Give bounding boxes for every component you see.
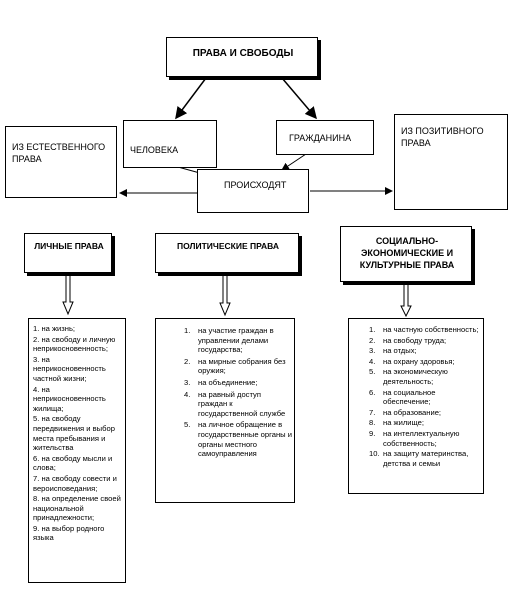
list-item-text: на социальное обеспечение; — [383, 387, 436, 407]
personal-rights-title: ЛИЧНЫЕ ПРАВА — [34, 241, 104, 251]
originate-box: ПРОИСХОДЯТ — [197, 169, 309, 213]
down-arrow-political — [219, 274, 231, 317]
list-item-text: на участие граждан в управлении делами г… — [198, 326, 274, 355]
list-item-text: на охрану здоровья; — [383, 356, 455, 366]
list-item: 1. на жизнь; — [33, 324, 76, 333]
list-item: 2. на свободу и личную неприкосновенност… — [33, 334, 116, 354]
list-item: 2. на свободу труда; — [369, 336, 481, 346]
list-item-number: 9. — [369, 428, 376, 438]
person-label: ЧЕЛОВЕКА — [130, 145, 179, 155]
rights-freedoms-title: ПРАВА И СВОБОДЫ — [192, 48, 294, 59]
list-item-text: на свободу труда; — [383, 335, 447, 345]
list-item-number: 2. — [184, 356, 191, 366]
natural-law-label: ИЗ ЕСТЕСТВЕННОГО ПРАВА — [12, 142, 106, 164]
list-item: 9. на выбор родного языка — [33, 523, 105, 543]
down-arrow-personal — [62, 274, 74, 316]
list-item: 5. на личное обращение в государственные … — [184, 420, 292, 458]
list-item-text: на отдых; — [383, 346, 417, 356]
list-item-text: на экономическую деятельность; — [383, 367, 448, 386]
list-item: 7. на свободу совести и вероисповедания; — [33, 473, 117, 493]
list-item-number: 3. — [369, 346, 376, 356]
list-item-text: на объединение; — [198, 377, 258, 387]
positive-law-box: ИЗ ПОЗИТИВНОГО ПРАВА — [394, 114, 508, 210]
citizen-label: ГРАЖДАНИНА — [289, 133, 352, 143]
political-rights-title: ПОЛИТИЧЕСКИЕ ПРАВА — [176, 241, 280, 251]
list-item-text: на интеллектуальную собственность; — [383, 428, 460, 448]
list-item-number: 4. — [369, 356, 376, 366]
social-rights-title-box: СОЦИАЛЬНО-ЭКОНОМИЧЕСКИЕ И КУЛЬТУРНЫЕ ПРА… — [340, 226, 472, 282]
list-item: 4. на равный доступ граждан к государстве… — [184, 390, 292, 419]
arrow-to-citizen — [281, 77, 317, 120]
list-item-number: 1. — [184, 326, 191, 335]
natural-law-box: ИЗ ЕСТЕСТВЕННОГО ПРАВА — [5, 126, 117, 198]
social-rights-list: 1. на частную собственность; 2. на свободу… — [369, 325, 481, 468]
political-rights-title-box: ПОЛИТИЧЕСКИЕ ПРАВА — [155, 233, 299, 273]
arrow-to-person — [175, 77, 207, 120]
list-item: 8. на жилище; — [369, 418, 481, 428]
list-item: 2. на мирные собрания без оружия; — [184, 357, 292, 376]
list-item-number: 5. — [369, 367, 376, 377]
list-item: 10.на защиту материнства, детства и семь… — [369, 449, 481, 468]
personal-rights-list: 1. на жизнь; 2. на свободу и личную непр… — [33, 324, 123, 543]
down-arrow-social — [400, 282, 412, 318]
list-item: 3. на неприкосновенность частной жизни; — [33, 354, 106, 383]
rights-freedoms-box: ПРАВА И СВОБОДЫ — [166, 37, 318, 77]
citizen-box: ГРАЖДАНИНА — [276, 120, 374, 155]
list-item-number: 2. — [369, 335, 376, 345]
list-item-number: 1. — [369, 325, 376, 334]
list-item-number: 7. — [369, 407, 376, 417]
list-item-number: 6. — [369, 387, 376, 397]
social-rights-title: СОЦИАЛЬНО-ЭКОНОМИЧЕСКИЕ И КУЛЬТУРНЫЕ ПРА… — [359, 236, 455, 270]
list-item-number: 3. — [184, 377, 191, 387]
person-box: ЧЕЛОВЕКА — [123, 120, 217, 168]
list-item: 1. на частную собственность; — [369, 325, 481, 335]
positive-law-label: ИЗ ПОЗИТИВНОГО ПРАВА — [401, 126, 484, 148]
list-item: 8. на определение своей национальной при… — [33, 494, 121, 523]
arrow-citizen-originate — [281, 153, 307, 171]
list-item-text: на равный доступ граждан к государственн… — [198, 389, 286, 418]
list-item-text: на мирные собрания без оружия; — [198, 356, 286, 376]
list-item-text: на образование; — [383, 407, 442, 417]
list-item-text: на личное обращение в государственные ор… — [198, 420, 292, 459]
list-item: 4. на охрану здоровья; — [369, 357, 481, 367]
list-item: 6. на свободу мысли и слова; — [33, 453, 113, 473]
list-item-text: на частную собственность; — [383, 325, 479, 334]
social-rights-list-box: 1. на частную собственность; 2. на свободу… — [348, 318, 484, 494]
list-item: 4. на неприкосновенность жилища; — [33, 384, 106, 413]
list-item-number: 10. — [369, 449, 380, 459]
list-item: 5. на свободу передвижения и выбор места… — [33, 414, 115, 453]
list-item: 1. на участие граждан в управлении делами… — [184, 326, 292, 355]
originate-label: ПРОИСХОДЯТ — [224, 180, 287, 190]
list-item-text: на жилище; — [383, 418, 425, 428]
list-item: 5. на экономическую деятельность; — [369, 367, 481, 386]
political-rights-list-box: 1. на участие граждан в управлении делами… — [155, 318, 295, 503]
personal-rights-list-box: 1. на жизнь; 2. на свободу и личную непр… — [28, 318, 126, 583]
list-item: 3. на объединение; — [184, 378, 292, 388]
list-item: 3. на отдых; — [369, 346, 481, 356]
political-rights-list: 1. на участие граждан в управлении делами… — [184, 326, 292, 459]
list-item-number: 8. — [369, 418, 376, 428]
list-item: 6. на социальное обеспечение; — [369, 388, 481, 407]
list-item-text: на защиту материнства, детства и семьи — [383, 449, 469, 468]
list-item-number: 5. — [184, 420, 191, 430]
list-item: 7. на образование; — [369, 408, 481, 418]
list-item: 9. на интеллектуальную собственность; — [369, 429, 481, 448]
personal-rights-title-box: ЛИЧНЫЕ ПРАВА — [24, 233, 112, 273]
list-item-number: 4. — [184, 389, 191, 399]
